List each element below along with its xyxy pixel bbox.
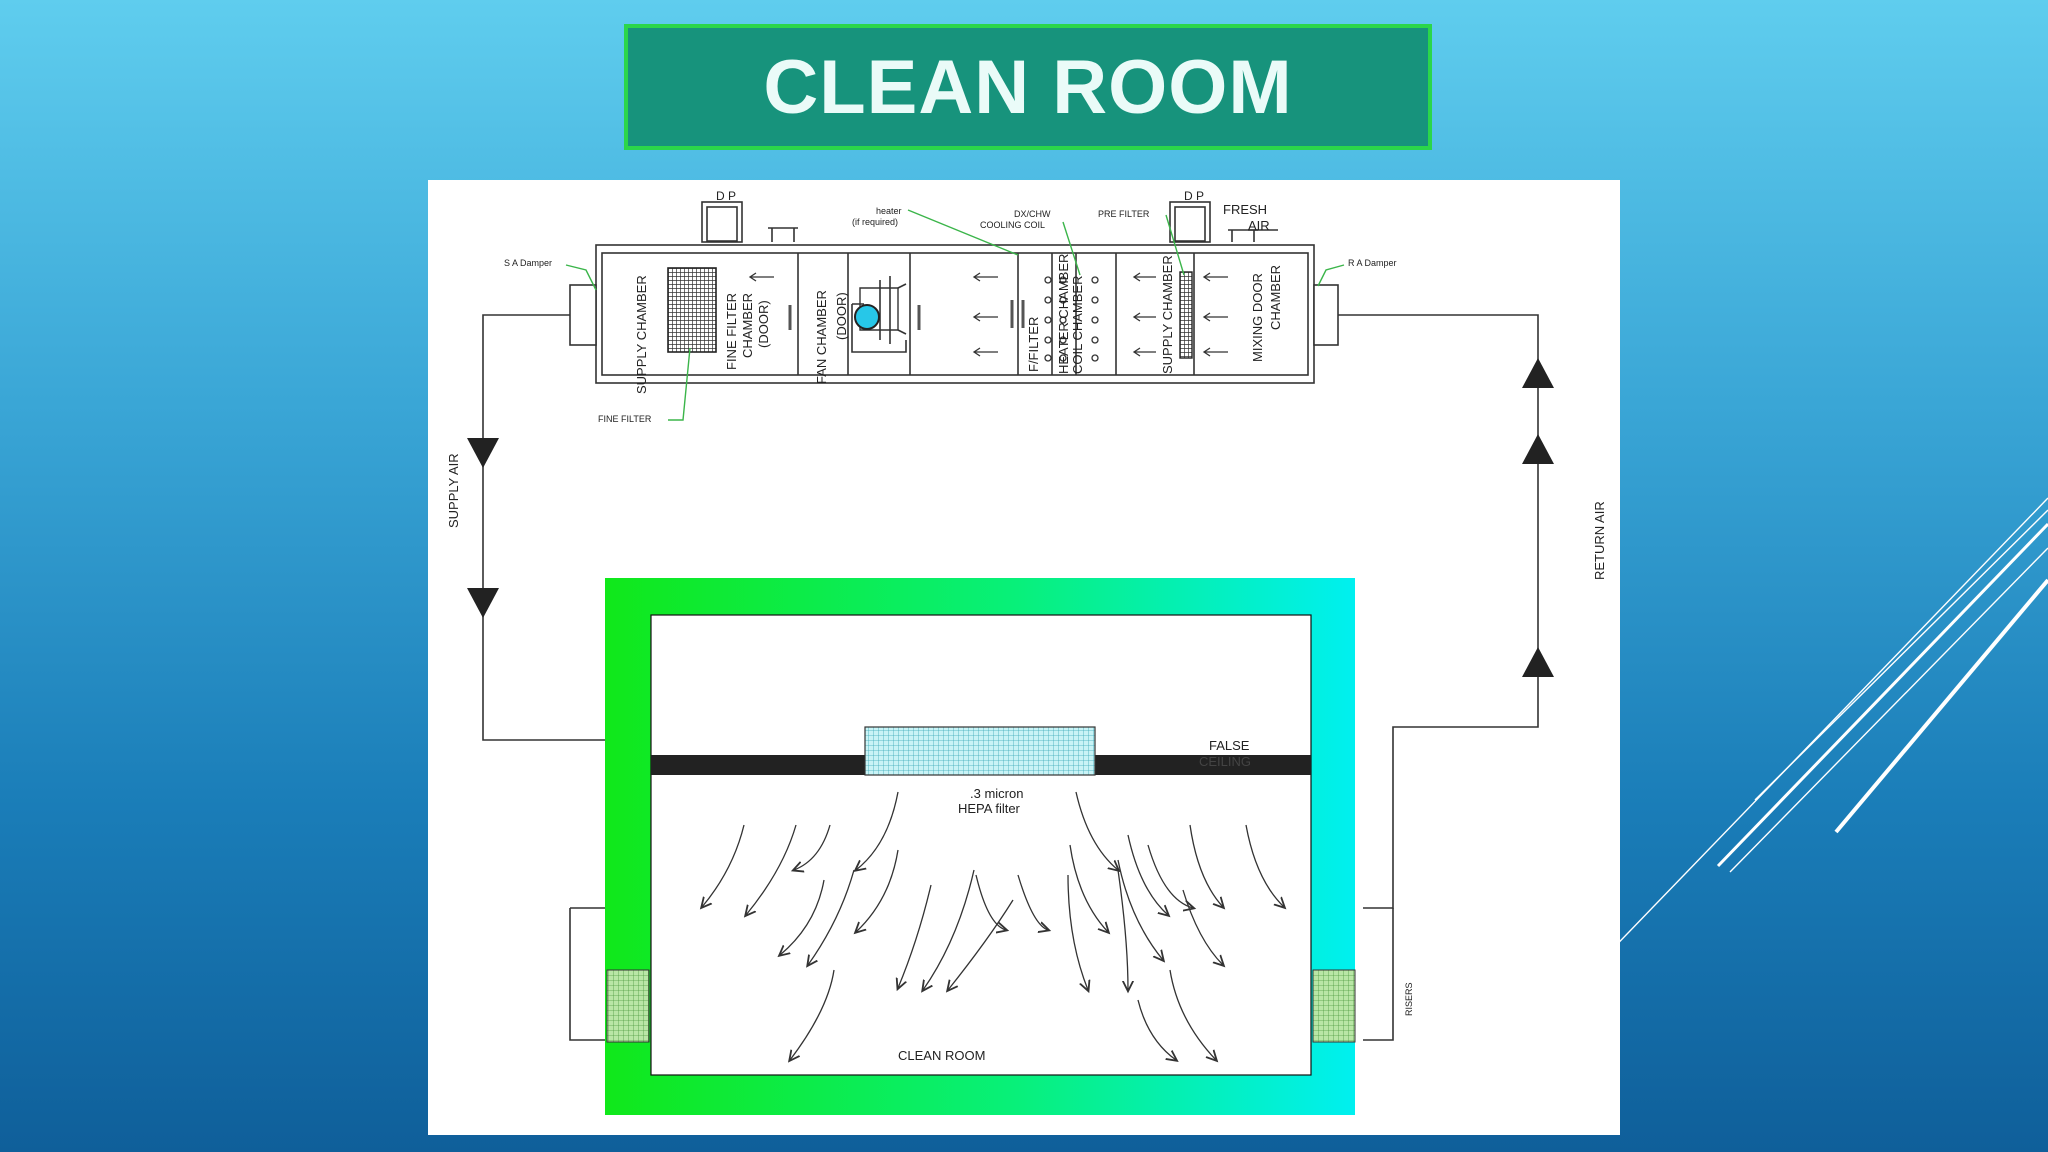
label-heater-chamber: HEATER CHAMBER — [1056, 254, 1071, 374]
fine-filter-label: FINE FILTER — [598, 414, 652, 424]
pre-filter-mesh — [1179, 271, 1193, 359]
ahu-flow-arrows — [748, 272, 1228, 357]
label-supply-chamber-right: SUPPLY CHAMBER — [1160, 255, 1175, 374]
heater-label-1: heater — [876, 206, 902, 216]
cooling-coil-label-2: COOLING COIL — [980, 220, 1045, 230]
decorative-lines — [1600, 497, 2048, 963]
chamber-labels: SUPPLY CHAMBER FINE FILTER CHAMBER (DOOR… — [634, 254, 1283, 394]
coil-circles — [1044, 276, 1099, 362]
slide-title: CLEAN ROOM — [763, 44, 1293, 130]
return-grille-right — [1312, 969, 1356, 1043]
label-fan-chamber-1: FAN CHAMBER — [814, 290, 829, 384]
title-box: CLEAN ROOM — [624, 24, 1432, 150]
callout-leaders — [565, 209, 1345, 421]
clean-room-diagram: SUPPLY CHAMBER FINE FILTER CHAMBER (DOOR… — [446, 189, 1607, 1115]
label-supply-chamber-left: SUPPLY CHAMBER — [634, 275, 649, 394]
door-handles — [788, 300, 1025, 330]
ra-damper-label: R A Damper — [1348, 258, 1397, 268]
hepa-label-2: HEPA filter — [958, 801, 1021, 816]
ahu-callouts: D P D P FRESH AIR S A Damper R A Damper … — [504, 189, 1397, 424]
airflow-arrows — [702, 791, 1284, 1060]
supply-air-label: SUPPLY AIR — [446, 453, 461, 528]
label-coil-chamber: COIL CHAMBER — [1070, 276, 1085, 374]
risers-label: RISERS — [1404, 982, 1414, 1016]
fresh-air-label-1: FRESH — [1223, 202, 1267, 217]
hepa-label-1: .3 micron — [970, 786, 1023, 801]
label-mixing-chamber-2: CHAMBER — [1268, 265, 1283, 330]
diagram-panel: SUPPLY CHAMBER FINE FILTER CHAMBER (DOOR… — [428, 180, 1620, 1135]
clean-room-label: CLEAN ROOM — [898, 1048, 985, 1063]
heater-label-2: (if required) — [852, 217, 898, 227]
return-grille-left — [606, 969, 650, 1043]
clean-room-interior — [650, 614, 1312, 1076]
hepa-filter — [864, 726, 1096, 776]
cooling-coil-label-1: DX/CHW — [1014, 209, 1051, 219]
dp-left-label: D P — [716, 189, 736, 203]
return-air-label: RETURN AIR — [1592, 501, 1607, 580]
fresh-air-label-2: AIR — [1248, 218, 1270, 233]
false-ceiling-label-1: FALSE — [1209, 738, 1250, 753]
false-ceiling-label-2: CEILING — [1199, 754, 1251, 769]
label-fan-chamber-2: (DOOR) — [834, 292, 849, 340]
label-fine-filter-chamber-3: (DOOR) — [756, 300, 771, 348]
sa-damper-label: S A Damper — [504, 258, 552, 268]
pre-filter-label: PRE FILTER — [1098, 209, 1150, 219]
label-f-filter: F/FILTER — [1026, 317, 1041, 372]
flow-triangles — [467, 358, 1554, 677]
label-fine-filter-chamber-2: CHAMBER — [740, 293, 755, 358]
label-fine-filter-chamber-1: FINE FILTER — [724, 293, 739, 370]
label-mixing-chamber-1: MIXING DOOR — [1250, 273, 1265, 362]
fine-filter-mesh — [667, 267, 717, 353]
dp-right-label: D P — [1184, 189, 1204, 203]
fan-icon — [854, 304, 880, 330]
